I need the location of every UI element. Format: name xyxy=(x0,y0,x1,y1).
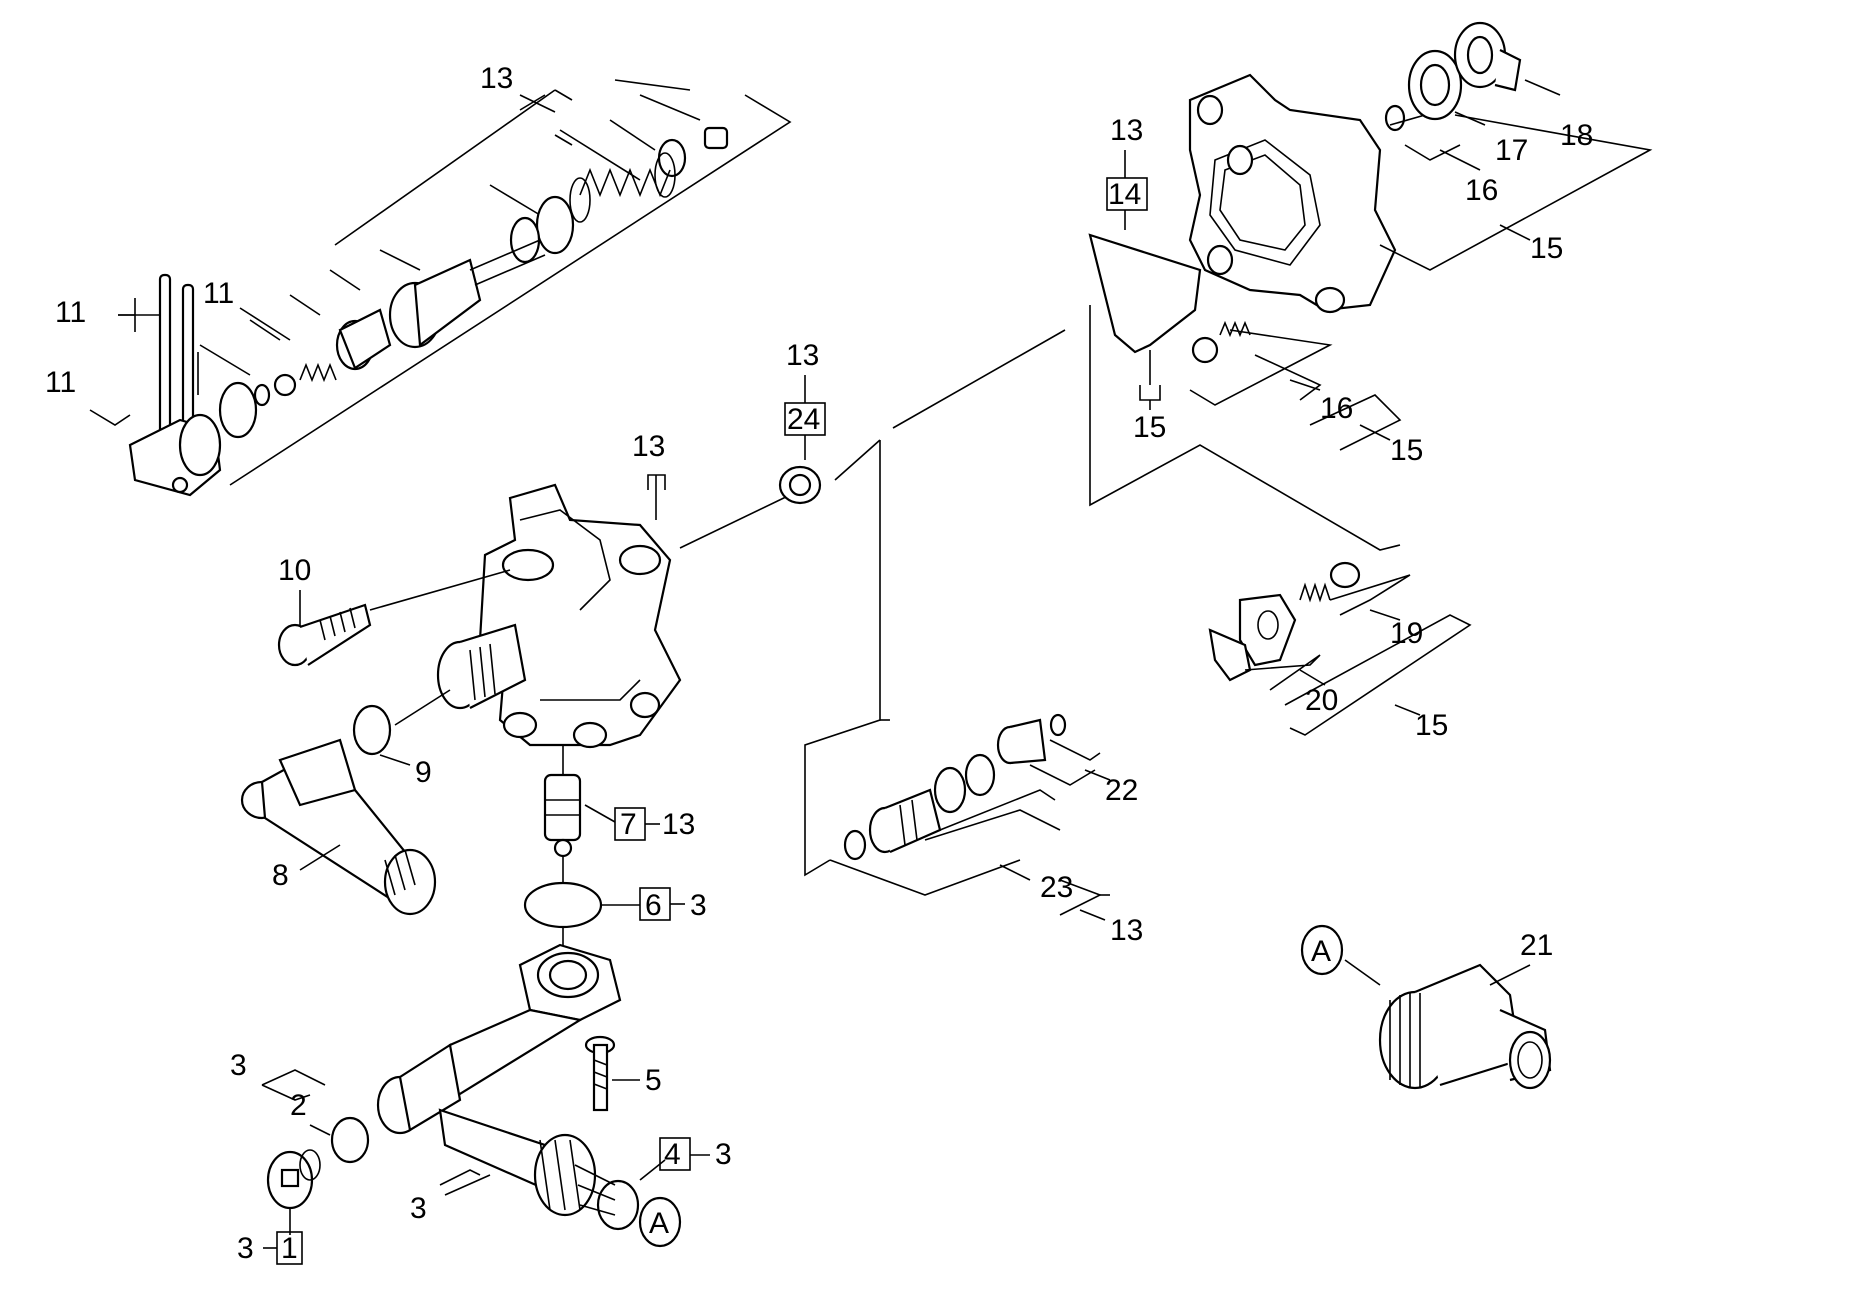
label-11-b: 11 xyxy=(203,277,234,310)
ring-part xyxy=(535,195,575,255)
o-ring-part xyxy=(509,216,541,264)
label-9: 9 xyxy=(415,756,432,789)
label-1: 1 xyxy=(281,1232,298,1265)
filter-4-part xyxy=(574,1164,640,1231)
label-14-box xyxy=(1106,177,1148,211)
label-16-b: 16 xyxy=(1320,392,1353,425)
inlet-manifold-part xyxy=(376,943,622,1217)
label-8: 8 xyxy=(272,859,289,892)
bolt-10-part xyxy=(277,603,372,667)
rod-part-a xyxy=(158,273,172,447)
piston-part xyxy=(388,239,546,349)
small-oring-part xyxy=(253,383,271,407)
label-21: 21 xyxy=(1520,929,1553,962)
label-15-b: 15 xyxy=(1390,434,1423,467)
ball-part xyxy=(273,373,297,397)
cylinder-head-part xyxy=(1188,73,1397,314)
small-spring-part xyxy=(299,362,337,383)
label-23: 23 xyxy=(1040,871,1073,904)
garden-hose-coupling-21-part xyxy=(1378,963,1552,1090)
label-13-7: 13 xyxy=(662,808,695,841)
label-24: 24 xyxy=(787,403,820,436)
callout-a-right xyxy=(1300,924,1344,976)
label-16-a: 16 xyxy=(1465,174,1498,207)
valve-stem-16-top-part xyxy=(1384,104,1406,132)
label-15-a: 15 xyxy=(1530,232,1563,265)
label-13-14: 13 xyxy=(1110,114,1143,147)
cap-18-part xyxy=(1453,21,1522,92)
elbow-pipe-8-part xyxy=(240,738,437,916)
label-3-mid: 3 xyxy=(410,1192,427,1225)
valve-assembly-group xyxy=(128,79,792,497)
seal-ring-part xyxy=(218,381,258,439)
gasket-14-part xyxy=(1088,233,1202,354)
valve-housing-part xyxy=(128,413,222,497)
label-6: 6 xyxy=(645,889,662,922)
callout-a-right-label: A xyxy=(1311,935,1331,968)
label-13-top: 13 xyxy=(480,62,513,95)
callout-a-bottom xyxy=(638,1196,682,1248)
callout-a-bottom-label: A xyxy=(649,1207,669,1240)
oring-6-part xyxy=(523,881,603,929)
label-7: 7 xyxy=(620,808,637,841)
bolt-5-part xyxy=(584,1035,616,1112)
valve-cap-part xyxy=(703,126,729,150)
check-valve-7-part xyxy=(543,773,582,858)
seal-24-part xyxy=(778,465,822,505)
label-2: 2 xyxy=(290,1089,307,1122)
label-3-4: 3 xyxy=(715,1138,732,1171)
label-4-box xyxy=(659,1137,691,1171)
valve-19-part xyxy=(1299,561,1361,603)
piston-guide-23-part xyxy=(843,753,996,861)
spring-part xyxy=(569,152,676,223)
valve-16-lower-part xyxy=(1191,320,1251,364)
plug-1-part xyxy=(266,1149,321,1210)
oring-20-part xyxy=(1208,628,1252,682)
label-13-pre24: 13 xyxy=(786,339,819,372)
oring-2-part xyxy=(330,1116,370,1164)
pump-head-part xyxy=(478,483,682,749)
label-10: 10 xyxy=(278,554,311,587)
seal-22-part xyxy=(996,713,1067,765)
label-11-c: 11 xyxy=(45,366,76,399)
label-22: 22 xyxy=(1105,774,1138,807)
label-15-c: 15 xyxy=(1415,709,1448,742)
label-3-1: 3 xyxy=(237,1232,254,1265)
label-3-2: 3 xyxy=(230,1049,247,1082)
label-14: 14 xyxy=(1108,178,1141,211)
label-11-a: 11 xyxy=(55,296,86,329)
label-13-23: 13 xyxy=(1110,914,1143,947)
nozzle-part xyxy=(335,308,392,371)
label-15-14: 15 xyxy=(1133,411,1166,444)
label-3-6: 3 xyxy=(690,889,707,922)
label-4: 4 xyxy=(664,1138,681,1171)
label-20: 20 xyxy=(1305,684,1338,717)
label-17: 17 xyxy=(1495,134,1528,167)
oring-9-part xyxy=(352,704,392,756)
label-1-box xyxy=(276,1231,303,1265)
valve-plate-20-part xyxy=(1238,593,1297,667)
label-5: 5 xyxy=(645,1064,662,1097)
label-13-body: 13 xyxy=(632,430,665,463)
filter-17-part xyxy=(1407,49,1463,121)
